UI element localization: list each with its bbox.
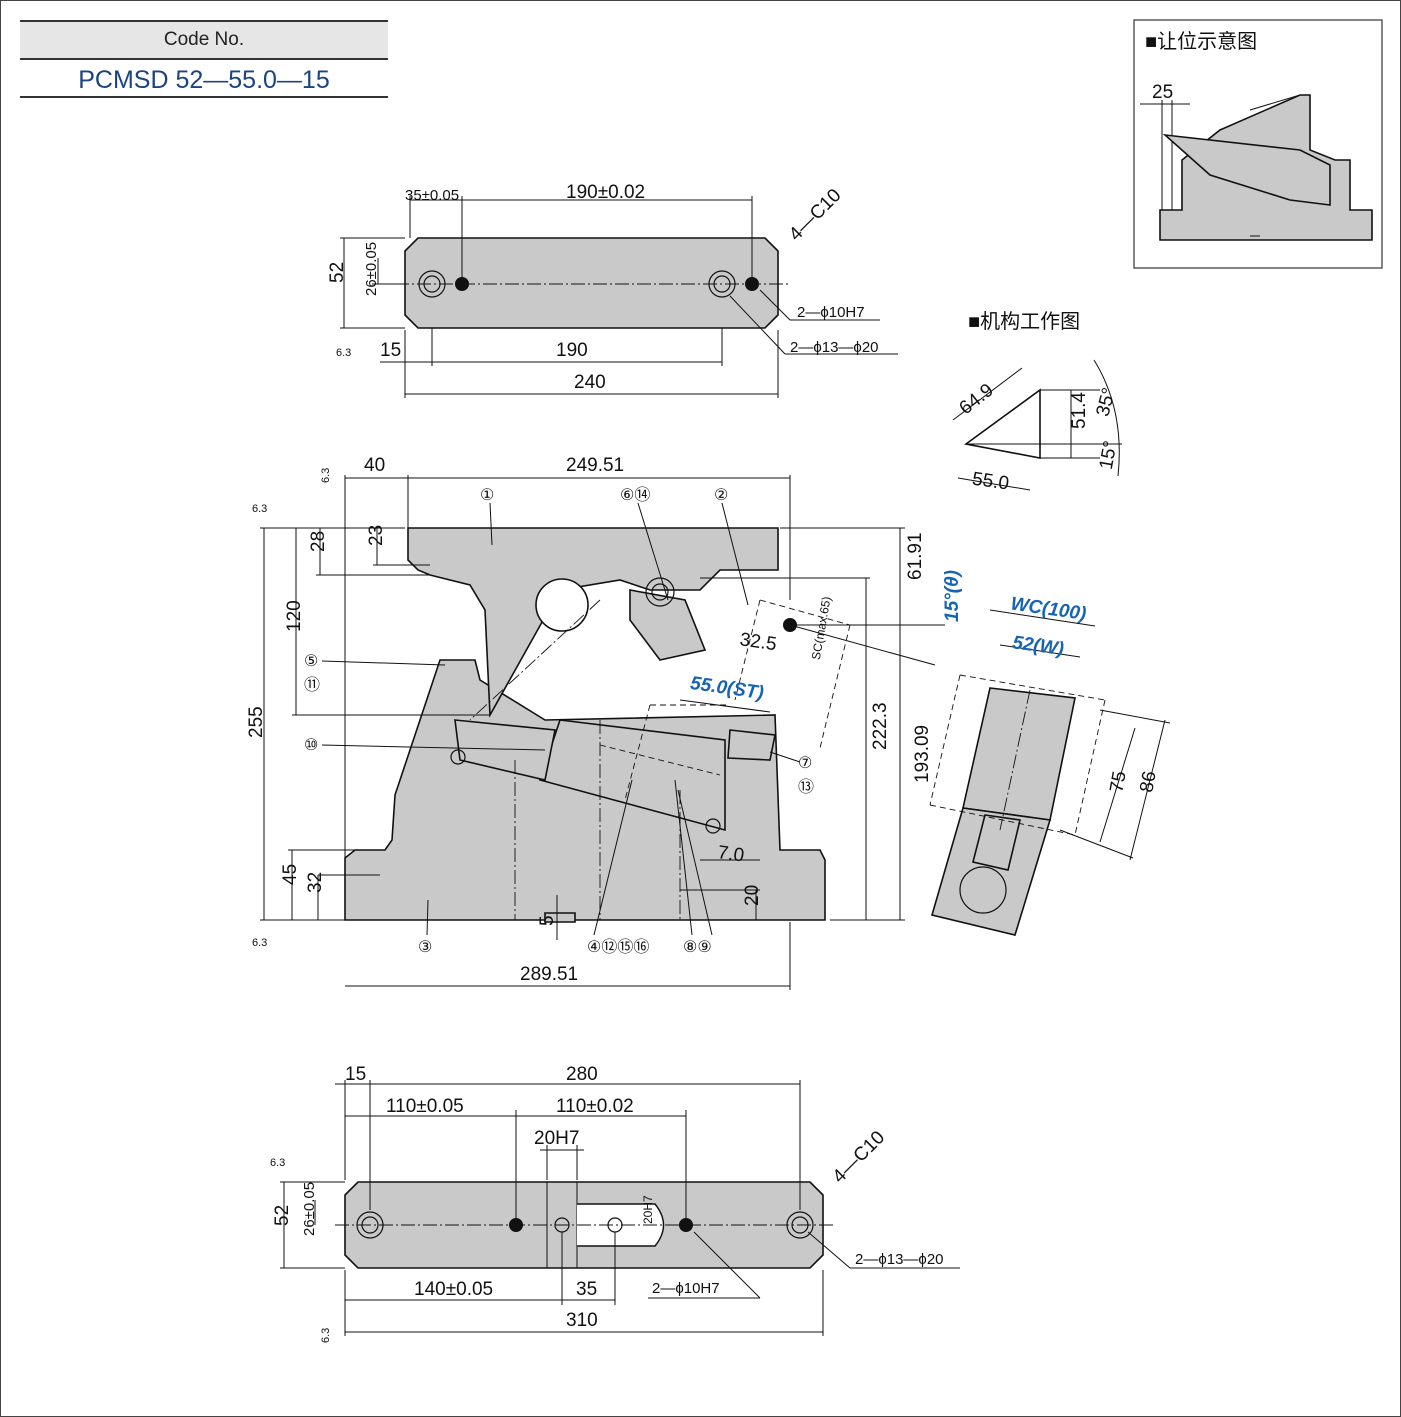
- part-5: ⑤: [304, 653, 318, 670]
- front-rough2: 6.3: [252, 503, 267, 515]
- bottom-hole1: 2—ϕ10H7: [652, 1280, 720, 1297]
- top-d190: 190: [556, 340, 588, 361]
- bottom-rough1: 6.3: [270, 1157, 285, 1169]
- top-hole2: 2—ϕ13—ϕ20: [790, 339, 879, 356]
- side-wc: WC(100): [1009, 594, 1087, 625]
- bottom-hole2: 2—ϕ13—ϕ20: [855, 1251, 944, 1268]
- bottom-d52: 52: [272, 1205, 293, 1226]
- bottom-d15: 15: [345, 1064, 366, 1085]
- code-label: Code No.: [20, 20, 388, 60]
- part-2: ②: [714, 487, 728, 504]
- front-d7: 7.0: [716, 842, 745, 866]
- clearance-inset: ■让位示意图 25: [1133, 19, 1383, 269]
- front-d5: 5: [537, 915, 558, 926]
- top-view: 35±0.05 190±0.02 4—C10 52 26±0.05 15 190…: [327, 182, 898, 398]
- front-sc: SC(max.65): [809, 595, 834, 660]
- front-d222: 222.3: [870, 702, 891, 750]
- front-d249: 249.51: [566, 455, 624, 476]
- bottom-rough2: 6.3: [320, 1328, 332, 1343]
- clearance-title: ■让位示意图: [1145, 30, 1257, 53]
- front-theta: 15°(θ): [942, 570, 963, 622]
- mech-d3: 55.0: [971, 469, 1011, 495]
- top-d52: 52: [327, 262, 348, 283]
- front-d289: 289.51: [520, 964, 578, 985]
- front-st: 55.0(ST): [689, 673, 765, 704]
- front-d40: 40: [364, 455, 385, 476]
- mech-a2: 15°: [1096, 439, 1122, 471]
- front-rough3: 6.3: [252, 937, 267, 949]
- top-d35: 35±0.05: [405, 187, 459, 204]
- mech-d2: 51.4: [1069, 392, 1090, 429]
- top-hole1: 2—ϕ10H7: [797, 304, 865, 321]
- side-w: 52(W): [1011, 632, 1065, 660]
- front-d32-5: 32.5: [738, 629, 778, 655]
- top-chamfer: 4—C10: [785, 185, 845, 245]
- front-d61: 61.91: [905, 532, 926, 580]
- part-11: ⑪: [304, 676, 320, 694]
- top-d26: 26±0.05: [363, 242, 380, 296]
- front-d255: 255: [246, 706, 267, 738]
- bottom-d110b: 110±0.02: [556, 1096, 634, 1117]
- top-d240: 240: [574, 372, 606, 393]
- bottom-chamfer: 4—C10: [829, 1127, 889, 1187]
- bottom-d310: 310: [566, 1310, 598, 1331]
- front-d193: 193.09: [912, 725, 933, 783]
- side-d86: 86: [1136, 770, 1160, 794]
- front-view: 255 120 28 23 45 32 40 249.51 289.51 5 2…: [246, 455, 963, 990]
- part-13: ⑬: [798, 778, 814, 796]
- bottom-d140: 140±0.05: [414, 1279, 493, 1300]
- part-4-12-15-16: ④⑫⑮⑯: [587, 938, 649, 956]
- code-value: PCMSD 52—55.0—15: [20, 60, 388, 98]
- code-number-box: Code No. PCMSD 52—55.0—15: [20, 20, 388, 98]
- bottom-d110a: 110±0.05: [386, 1096, 464, 1117]
- front-d120: 120: [284, 600, 305, 632]
- bottom-d20h7: 20H7: [534, 1128, 579, 1149]
- bottom-d280: 280: [566, 1064, 598, 1085]
- part-6-14: ⑥⑭: [620, 486, 650, 504]
- front-d45: 45: [280, 864, 301, 885]
- bottom-d26: 26±0.05: [301, 1182, 318, 1236]
- front-d32: 32: [305, 872, 326, 893]
- top-rough: 6.3: [336, 347, 351, 359]
- bottom-d35: 35: [576, 1279, 597, 1300]
- part-7: ⑦: [798, 755, 812, 772]
- bottom-view: 15 280 110±0.05 110±0.02 20H7 4—C10 52 2…: [270, 1064, 960, 1343]
- mechanism-title: ■机构工作图: [968, 310, 1080, 333]
- mechanism-inset: ■机构工作图 64.9 51.4 55.0 35° 15°: [952, 310, 1122, 495]
- front-d28: 28: [308, 531, 329, 552]
- mech-a1: 35°: [1093, 386, 1121, 419]
- part-10: ⑩: [304, 737, 318, 754]
- bottom-d20h7v: 20H7: [641, 1195, 655, 1224]
- part-1: ①: [480, 487, 494, 504]
- clearance-dim: 25: [1152, 82, 1173, 103]
- front-d20: 20: [742, 885, 763, 906]
- part-8-9: ⑧⑨: [683, 939, 712, 956]
- side-view: WC(100) 52(W) 75 86: [929, 594, 1171, 936]
- top-d15: 15: [380, 340, 401, 361]
- side-d75: 75: [1106, 770, 1130, 794]
- front-rough1: 6.3: [320, 468, 332, 483]
- part-3: ③: [418, 939, 432, 956]
- front-d23: 23: [366, 525, 387, 546]
- top-d190top: 190±0.02: [566, 182, 645, 203]
